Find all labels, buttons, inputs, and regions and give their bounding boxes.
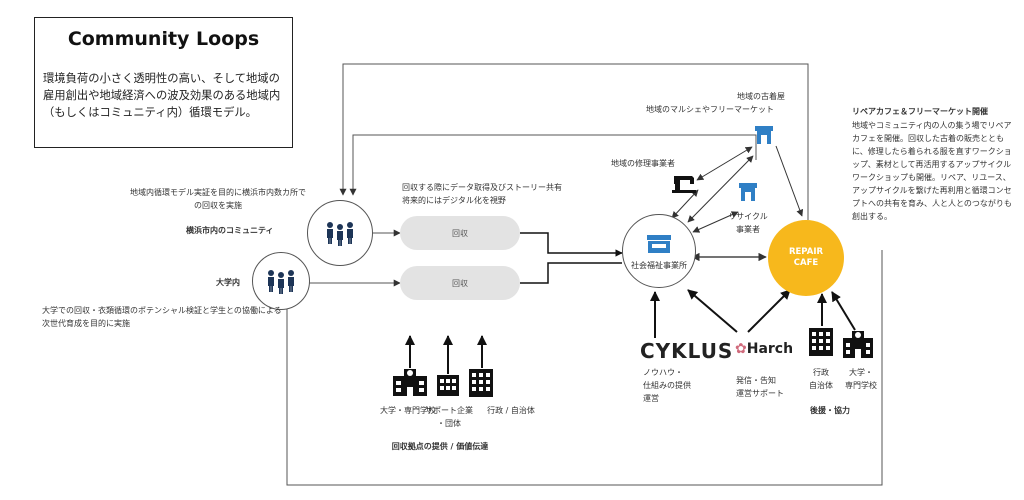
community-circle (307, 200, 373, 266)
arrow-welfare-repairshop (671, 189, 699, 219)
recycler-label-1: リサイクル (728, 212, 768, 221)
company-building-icon (437, 375, 459, 396)
repair-cafe-body: 地域やコミュニティ内の人の集う場でリペアカフェを開催。回収した古着の販売とともに… (852, 121, 1012, 221)
harch-mark-icon: ✿ (735, 341, 747, 357)
welfare-office-label: 社会福祉事業所 (631, 261, 687, 270)
university-label: 大学内 (216, 278, 240, 287)
repair-cafe-heading: リペアカフェ＆フリーマーケット開催 (852, 107, 988, 116)
shop-icon (755, 126, 773, 144)
arrow-harch-welfare (687, 289, 738, 333)
repair-cafe-circle: REPAIR CAFE (768, 220, 844, 296)
people-icon (327, 222, 353, 246)
school-building-icon (843, 331, 873, 358)
page-title: Community Loops (67, 28, 260, 50)
people-icon (268, 270, 294, 294)
recycler-label-2: 事業者 (736, 225, 760, 234)
support-univ-line2: 専門学校 (845, 381, 877, 390)
community-label: 横浜市内のコミュニティ (186, 226, 274, 235)
used-clothing-label-2: 地域のマルシェやフリーマーケット (646, 105, 774, 114)
arrow-welfare-store (687, 155, 754, 223)
arrow-pill-top-welfare (520, 232, 623, 257)
university-circle (252, 252, 310, 310)
title-box: Community Loops 環境負荷の小さく透明性の高い、そして地域の雇用創… (34, 17, 293, 148)
university-note: 大学での回収・衣類循環のポテンシャル検証と学生との協働による次世代育成を目的に実… (42, 306, 282, 328)
shop-icon (647, 235, 671, 253)
arrow-welfare-recycler (692, 211, 739, 233)
repair-cafe-line1: REPAIR (788, 247, 824, 257)
collection-note-2: 将来的にはデジタル化を視野 (402, 196, 506, 205)
repair-shop-label: 地域の修理事業者 (611, 159, 675, 168)
collection-pill-top: 回収 (400, 216, 520, 250)
shop-icon (739, 183, 757, 201)
loop-top-outer (339, 63, 809, 220)
arrow-store-repaircafe (775, 145, 804, 217)
support-gov-line1: 行政 (813, 368, 829, 377)
cyklus-line2: 仕組みの提供 (643, 381, 691, 390)
title-description: 環境負荷の小さく透明性の高い、そして地域の雇用創出や地域経済への波及効果のある地… (43, 72, 281, 119)
welfare-office-circle: 社会福祉事業所 (622, 214, 696, 288)
harch-logo: ✿Harch (735, 341, 793, 357)
arrow-harch-repaircafe (747, 289, 791, 333)
repair-cafe-line2: CAFE (793, 258, 819, 268)
sewing-machine-icon (672, 176, 696, 193)
cyklus-line1: ノウハウ・ (643, 368, 683, 377)
government-building-icon (469, 369, 493, 397)
collection-note-1: 回収する際にデータ取得及びストーリー共有 (402, 183, 562, 192)
arrow-univ-repaircafe (831, 291, 856, 331)
loop-bottom (283, 250, 883, 486)
collection-pill-bottom: 回収 (400, 266, 520, 300)
bottom-label-company-1: サポート企業 (425, 406, 473, 415)
bottom-label-company-2: ・団体 (437, 419, 461, 428)
support-univ-line1: 大学・ (849, 368, 873, 377)
government-building-icon (809, 328, 833, 356)
support-gov-line2: 自治体 (809, 381, 833, 390)
used-clothing-label-1: 地域の古着屋 (737, 92, 785, 101)
school-building-icon (393, 369, 427, 396)
bottom-caption: 回収拠点の提供 / 価値伝達 (391, 442, 489, 451)
harch-line2: 運営サポート (736, 389, 784, 398)
bottom-label-univ: 大学・専門学校 (380, 406, 436, 415)
loop-top-inner (349, 134, 757, 196)
bottom-label-gov: 行政 / 自治体 (487, 406, 535, 415)
cyklus-logo: CYKLUS (640, 339, 734, 363)
harch-line1: 発信・告知 (736, 376, 776, 385)
harch-logo-text: Harch (746, 341, 794, 357)
arrow-repairshop-store (696, 146, 753, 181)
arrow-pill-bottom-welfare (520, 262, 622, 284)
community-note: 地域内循環モデル実証を目的に横浜市内数カ所での回収を実施 (130, 188, 306, 210)
support-caption: 後援・協力 (810, 406, 850, 415)
cyklus-line3: 運営 (643, 394, 659, 403)
